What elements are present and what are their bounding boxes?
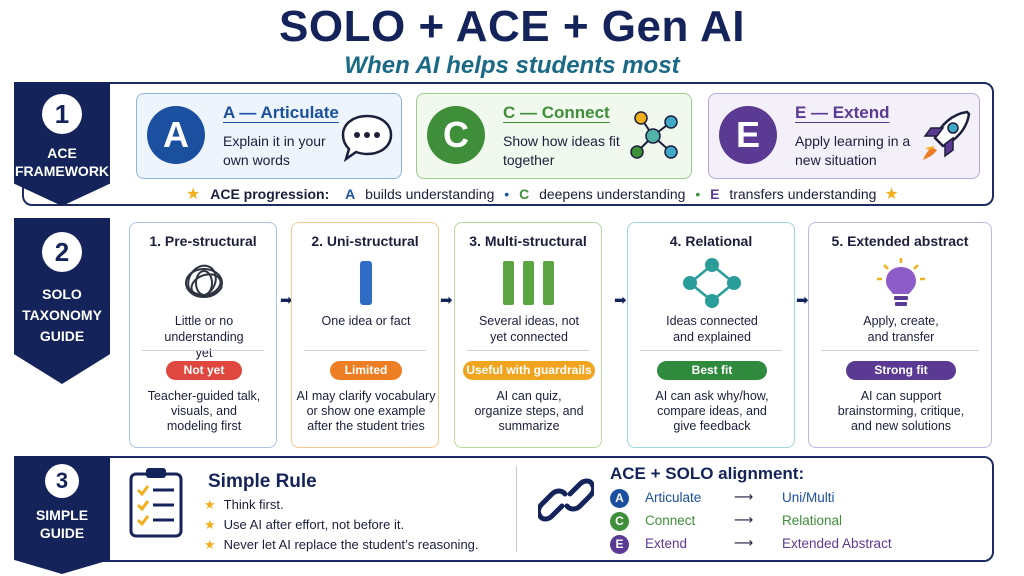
solo-level-ai-use: Teacher-guided talk, visuals, and modeli… (147, 389, 261, 433)
solo-level-desc: Several ideas, not yet connected (478, 314, 580, 344)
rocket-icon (923, 110, 971, 160)
section-label: SOLO TAXONOMY GUIDE (22, 286, 102, 344)
letter-e-circle: E (610, 535, 629, 554)
solo-level-multistructural: 3. Multi-structural Several ideas, not y… (454, 222, 602, 448)
ace-card-articulate: A A — Articulate Explain it in your own … (136, 93, 402, 179)
ace-card-desc: Apply learning in a new situation (795, 133, 911, 168)
letter-a-circle: A (147, 106, 205, 164)
solo-level-ai-use: AI may clarify vocabulary or show one ex… (296, 389, 436, 433)
arrow-icon: ➡ (440, 292, 453, 309)
status-badge: Useful with guardrails (463, 361, 595, 380)
ace-card-connect: C C — Connect Show how ideas fit togethe… (416, 93, 692, 179)
star-icon: ★ (204, 537, 216, 552)
letter-c-circle: C (427, 106, 485, 164)
solo-level-extended-abstract: 5. Extended abstract Apply, create, and … (808, 222, 992, 448)
lightbulb-icon (877, 258, 925, 306)
divider (821, 350, 979, 351)
connected-nodes-icon (683, 258, 741, 308)
status-badge: Strong fit (846, 361, 956, 380)
solo-level-desc: Little or no understanding yet (164, 314, 244, 360)
ace-card-title: E — Extend (795, 103, 890, 122)
solo-taxonomy-panel (22, 216, 994, 452)
solo-level-title: 1. Pre-structural (149, 233, 257, 249)
solo-level-prestructural: 1. Pre-structural Little or no understan… (129, 222, 277, 448)
star-icon: ★ (884, 186, 899, 203)
arrow-icon: ⟶ (734, 512, 754, 527)
three-bars-icon (503, 261, 554, 305)
letter-a-circle: A (610, 489, 629, 508)
ace-progression: ★ ACE progression: A builds understandin… (186, 186, 899, 203)
rule-item: ★Never let AI replace the student’s reas… (204, 537, 479, 552)
section-number: 1 (42, 94, 82, 134)
letter-c-circle: C (610, 512, 629, 531)
vertical-divider (516, 466, 517, 552)
section-banner-1: 1 ACE FRAMEWORK (14, 82, 110, 206)
arrow-icon: ➡ (796, 292, 809, 309)
arrow-icon: ➡ (280, 292, 293, 309)
checklist-clipboard-icon (129, 468, 183, 538)
rule-item: ★Think first. (204, 497, 284, 512)
solo-level-title: 4. Relational (669, 233, 753, 249)
single-bar-icon (360, 261, 372, 305)
section-number: 2 (42, 232, 82, 272)
solo-level-ai-use: AI can support brainstorming, critique, … (837, 389, 965, 433)
solo-level-title: 5. Extended abstract (831, 233, 969, 249)
section-label: SIMPLE GUIDE (35, 507, 89, 541)
solo-level-title: 3. Multi-structural (469, 233, 587, 249)
arrow-icon: ⟶ (734, 535, 754, 550)
letter-e-circle: E (719, 106, 777, 164)
chain-link-icon (538, 478, 594, 522)
ace-card-title: A — Articulate (223, 103, 339, 122)
star-icon: ★ (204, 497, 216, 512)
rule-item: ★Use AI after effort, not before it. (204, 517, 405, 532)
scribble-icon (185, 264, 223, 298)
arrow-icon: ⟶ (734, 489, 754, 504)
simple-rule-title: Simple Rule (208, 471, 317, 492)
divider (467, 350, 589, 351)
star-icon: ★ (186, 186, 201, 203)
arrow-icon: ➡ (614, 292, 627, 309)
section-label: ACE FRAMEWORK (14, 145, 110, 179)
section-banner-3: 3 SIMPLE GUIDE (14, 456, 110, 574)
divider (640, 350, 782, 351)
star-icon: ★ (204, 517, 216, 532)
status-badge: Best fit (657, 361, 767, 380)
solo-level-ai-use: AI can quiz, organize steps, and summari… (474, 389, 584, 433)
solo-level-desc: Ideas connected and explained (666, 314, 758, 344)
solo-level-desc: One idea or fact (321, 314, 411, 328)
ace-card-title: C — Connect (503, 103, 610, 122)
page-subtitle: When AI helps students most (344, 52, 680, 79)
solo-level-desc: Apply, create, and transfer (863, 314, 939, 344)
solo-level-unistructural: 2. Uni-structural One idea or fact Limit… (291, 222, 439, 448)
solo-level-ai-use: AI can ask why/how, compare ideas, and g… (655, 389, 769, 433)
alignment-title: ACE + SOLO alignment: (610, 464, 805, 483)
divider (304, 350, 426, 351)
ace-card-extend: E E — Extend Apply learning in a new sit… (708, 93, 980, 179)
simple-guide-panel (22, 456, 994, 562)
status-badge: Not yet (166, 361, 242, 380)
page-title: SOLO + ACE + Gen AI (279, 2, 745, 51)
network-nodes-icon (630, 111, 678, 159)
solo-level-relational: 4. Relational Ideas connected and explai… (627, 222, 795, 448)
section-number: 3 (45, 464, 79, 498)
status-badge: Limited (330, 361, 402, 380)
ace-card-desc: Show how ideas fit together (503, 133, 620, 168)
speech-bubble-icon (341, 114, 393, 163)
solo-level-title: 2. Uni-structural (311, 233, 419, 249)
divider (142, 350, 264, 351)
section-banner-2: 2 SOLO TAXONOMY GUIDE (14, 218, 110, 384)
ace-card-desc: Explain it in your own words (223, 133, 326, 168)
